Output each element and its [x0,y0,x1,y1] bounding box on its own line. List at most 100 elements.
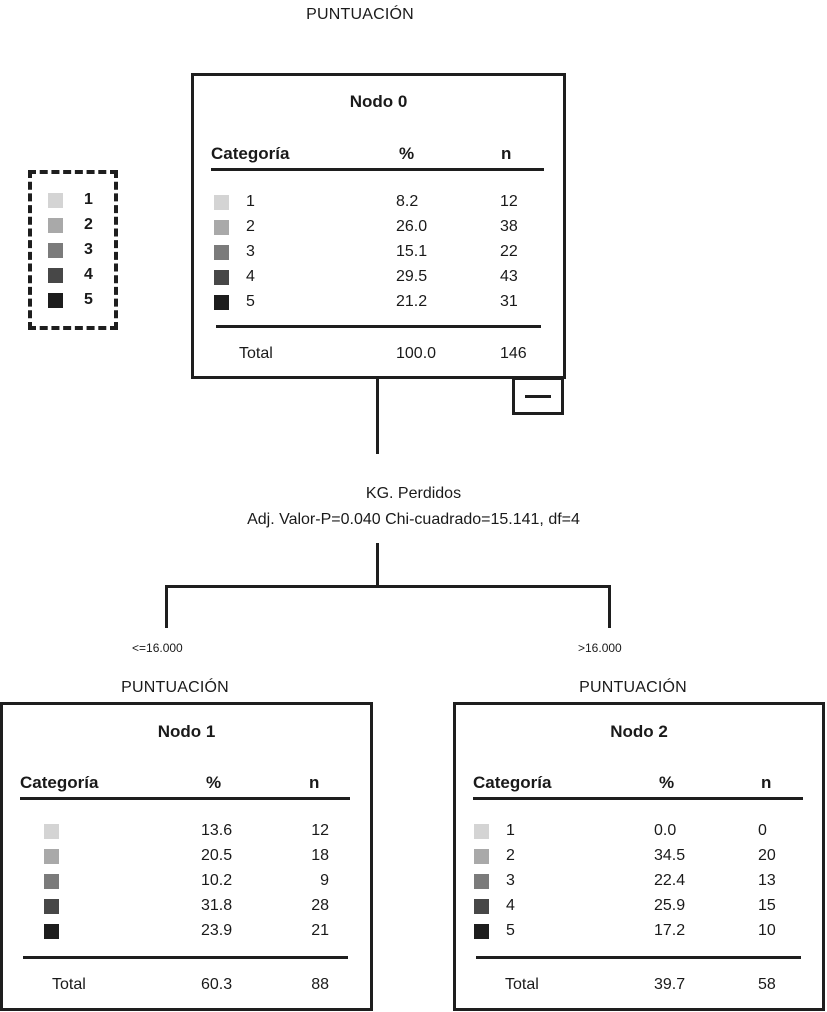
dependent-variable-label-node2: PUNTUACIÓN [579,679,687,696]
category-swatch [44,899,59,914]
category-label: 4 [506,897,515,914]
category-label: 5 [506,922,515,939]
branch-label-right: >16.000 [578,641,622,655]
total-label: Total [505,976,539,993]
category-label: 5 [246,293,255,310]
legend-swatch-1 [48,193,63,208]
legend-swatch-2 [48,218,63,233]
header-percent: % [206,773,222,792]
header-percent: % [399,144,415,163]
count-value: 15 [758,897,776,914]
header-category: Categoría [473,773,552,792]
count-value: 31 [500,293,518,310]
dependent-variable-label-root: PUNTUACIÓN [306,6,414,23]
legend-swatch-3 [48,243,63,258]
legend-label-1: 1 [84,191,93,208]
category-label: 1 [246,193,255,210]
total-rule [216,325,541,328]
percent-value: 26.0 [396,218,428,235]
connector-left-branch [165,585,168,628]
category-swatch [474,849,489,864]
total-label: Total [52,976,86,993]
category-swatch [44,874,59,889]
legend-swatch-4 [48,268,63,283]
count-value: 28 [311,897,329,914]
header-category: Categoría [211,144,290,163]
header-rule [211,168,544,171]
split-statistics: Adj. Valor-P=0.040 Chi-cuadrado=15.141, … [247,511,580,528]
percent-value: 13.6 [201,822,233,839]
connector-root-to-split [376,379,379,454]
count-value: 0 [758,822,767,839]
connector-split-down [376,543,379,588]
category-label: 3 [506,872,515,889]
legend: 1 2 3 4 5 [28,170,118,330]
total-count: 146 [500,345,527,362]
dependent-variable-label-node1: PUNTUACIÓN [121,679,229,696]
percent-value: 29.5 [396,268,428,285]
legend-label-5: 5 [84,291,93,308]
count-value: 12 [500,193,518,210]
category-label: 3 [246,243,255,260]
collapse-node-button[interactable] [512,377,564,415]
split-variable: KG. Perdidos [365,485,462,502]
header-percent: % [659,773,675,792]
percent-value: 17.2 [654,922,686,939]
connector-right-branch [608,585,611,628]
category-swatch [214,270,229,285]
category-swatch [214,195,229,210]
total-label: Total [239,345,273,362]
percent-value: 23.9 [201,922,233,939]
category-swatch [474,824,489,839]
category-swatch [214,220,229,235]
category-swatch [214,245,229,260]
header-n: n [761,773,772,792]
total-percent: 60.3 [201,976,233,993]
count-value: 13 [758,872,776,889]
percent-value: 8.2 [396,193,419,210]
legend-swatch-5 [48,293,63,308]
legend-label-2: 2 [84,216,93,233]
total-count: 88 [311,976,329,993]
category-swatch [474,924,489,939]
branch-label-left: <=16.000 [132,641,183,655]
tree-node-1[interactable]: Nodo 1 Categoría % n 13.6 12 20.5 18 10.… [0,702,373,1011]
category-swatch [44,824,59,839]
percent-value: 31.8 [201,897,233,914]
percent-value: 25.9 [654,897,686,914]
header-rule [20,797,350,800]
category-label: 2 [246,218,255,235]
count-value: 20 [758,847,776,864]
node-title: Nodo 2 [610,722,668,741]
node-title: Nodo 1 [157,722,216,741]
percent-value: 10.2 [201,872,233,889]
category-swatch [44,849,59,864]
node-title: Nodo 0 [349,92,408,111]
count-value: 18 [311,847,329,864]
total-rule [476,956,801,959]
category-label: 1 [506,822,515,839]
percent-value: 15.1 [396,243,428,260]
connector-horizontal [165,585,611,588]
legend-label-4: 4 [84,266,93,283]
count-value: 38 [500,218,518,235]
count-value: 22 [500,243,518,260]
minus-icon [525,395,551,398]
category-swatch [44,924,59,939]
category-label: 2 [506,847,515,864]
legend-label-3: 3 [84,241,93,258]
count-value: 9 [320,872,329,889]
tree-node-2[interactable]: Nodo 2 Categoría % n 1 0.0 0 2 34.5 20 3… [453,702,825,1011]
count-value: 43 [500,268,518,285]
total-percent: 39.7 [654,976,686,993]
header-n: n [309,773,320,792]
percent-value: 20.5 [201,847,233,864]
percent-value: 22.4 [654,872,686,889]
category-label: 4 [246,268,255,285]
category-swatch [214,295,229,310]
count-value: 12 [311,822,329,839]
tree-node-0[interactable]: Nodo 0 Categoría % n 1 8.2 12 2 26.0 38 … [191,73,566,379]
count-value: 21 [311,922,329,939]
header-n: n [501,144,512,163]
percent-value: 21.2 [396,293,428,310]
